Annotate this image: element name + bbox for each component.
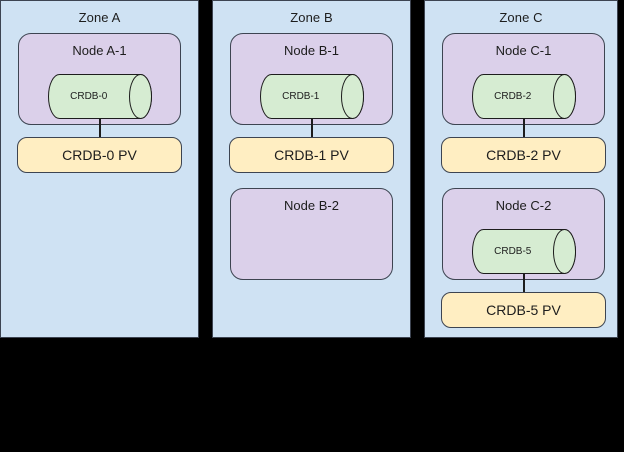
node-a-1-title: Node A-1 bbox=[72, 43, 127, 58]
crdb-2-cylinder[interactable]: CRDB-2 bbox=[472, 74, 576, 119]
crdb-0-pv-label: CRDB-0 PV bbox=[62, 147, 137, 163]
crdb-5-pv-label: CRDB-5 PV bbox=[486, 302, 561, 318]
node-c-1-connector-line bbox=[523, 118, 525, 138]
crdb-1-pv-label: CRDB-1 PV bbox=[274, 147, 349, 163]
node-c-2-title: Node C-2 bbox=[495, 198, 552, 213]
crdb-5-cylinder[interactable]: CRDB-5 bbox=[472, 229, 576, 274]
crdb-2-pv[interactable]: CRDB-2 PV bbox=[441, 137, 606, 173]
node-b-1-connector-line bbox=[311, 118, 313, 138]
zone-a-title: Zone A bbox=[78, 10, 121, 25]
zone-b-title: Zone B bbox=[290, 10, 333, 25]
zone-c-title: Zone C bbox=[499, 10, 543, 25]
crdb-0-pv[interactable]: CRDB-0 PV bbox=[17, 137, 182, 173]
crdb-5-pv[interactable]: CRDB-5 PV bbox=[441, 292, 606, 328]
node-c-1-title: Node C-1 bbox=[495, 43, 552, 58]
node-b-2[interactable]: Node B-2 bbox=[230, 188, 393, 280]
node-b-2-title: Node B-2 bbox=[284, 198, 339, 213]
crdb-2-pv-label: CRDB-2 PV bbox=[486, 147, 561, 163]
node-b-1-title: Node B-1 bbox=[284, 43, 339, 58]
node-a-1-connector-line bbox=[99, 118, 101, 138]
node-c-2-connector-line bbox=[523, 273, 525, 293]
crdb-1-pv[interactable]: CRDB-1 PV bbox=[229, 137, 394, 173]
crdb-0-cylinder[interactable]: CRDB-0 bbox=[48, 74, 152, 119]
crdb-1-cylinder[interactable]: CRDB-1 bbox=[260, 74, 364, 119]
